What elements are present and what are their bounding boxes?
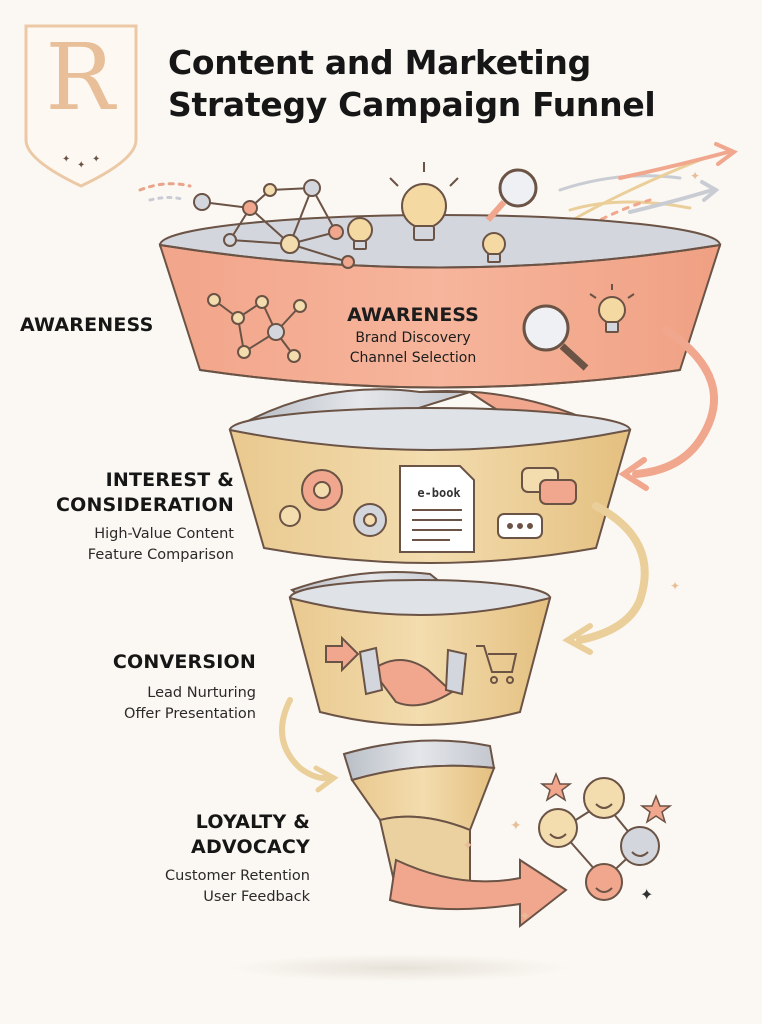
chat-icon bbox=[497, 467, 577, 539]
loyalty-item-2: User Feedback bbox=[203, 889, 310, 905]
return-arrow-icon bbox=[279, 326, 718, 793]
stage-loyalty-title-2: ADVOCACY bbox=[191, 836, 310, 858]
sparkle-icon: ✦ ✦ ✦ ✦ ✦ ✦ bbox=[462, 169, 700, 923]
lightbulb-icon bbox=[389, 162, 459, 241]
svg-text:✦: ✦ bbox=[92, 154, 100, 165]
handshake-icon bbox=[358, 646, 468, 707]
svg-text:✦: ✦ bbox=[670, 579, 680, 593]
svg-text:✦: ✦ bbox=[462, 837, 474, 853]
stage-awareness-label: AWARENESS bbox=[20, 313, 153, 338]
title-line-1: Content and Marketing bbox=[168, 43, 591, 82]
magnifier-icon bbox=[485, 168, 538, 222]
stage-loyalty-label: LOYALTY & ADVOCACY Customer Retention Us… bbox=[20, 810, 310, 908]
interest-item-1: High-Value Content bbox=[94, 526, 234, 542]
trend-arrow-icon bbox=[618, 142, 738, 214]
cart-icon bbox=[476, 645, 518, 684]
svg-text:✦: ✦ bbox=[62, 154, 70, 165]
logo-shield: ✦ ✦ ✦ bbox=[24, 24, 138, 188]
magnifier-band-icon bbox=[522, 304, 589, 371]
funnel-tier-awareness bbox=[158, 214, 722, 389]
awareness-item-1: Brand Discovery bbox=[355, 330, 471, 346]
awareness-item-2: Channel Selection bbox=[349, 350, 477, 366]
svg-text:✦: ✦ bbox=[510, 817, 522, 833]
interest-item-2: Feature Comparison bbox=[87, 547, 234, 563]
stage-interest-title-1: INTEREST & bbox=[105, 469, 234, 491]
loyalty-item-1: Customer Retention bbox=[165, 868, 310, 884]
logo-letter: R bbox=[45, 24, 115, 131]
ebook-label: e-book bbox=[417, 486, 461, 500]
stage-awareness-title: AWARENESS bbox=[20, 314, 154, 336]
svg-text:✦: ✦ bbox=[640, 887, 653, 904]
smiley-network-icon bbox=[538, 777, 660, 901]
ebook-icon bbox=[399, 465, 475, 553]
conversion-item-2: Offer Presentation bbox=[124, 706, 256, 722]
funnel-tier-loyalty bbox=[342, 739, 568, 929]
svg-text:✦: ✦ bbox=[77, 160, 85, 171]
arrow-right-icon bbox=[325, 635, 360, 673]
title-line-2: Strategy Campaign Funnel bbox=[168, 85, 656, 124]
svg-text:✦: ✦ bbox=[690, 169, 700, 183]
lightbulb-band-icon bbox=[589, 284, 635, 333]
funnel-tier-conversion bbox=[288, 579, 552, 726]
stage-interest-label: INTEREST & CONSIDERATION High-Value Cont… bbox=[20, 468, 234, 566]
lightbulb-small-icon bbox=[347, 217, 506, 263]
svg-text:✦: ✦ bbox=[520, 909, 530, 923]
awareness-band-title: AWARENESS bbox=[347, 304, 479, 326]
stage-interest-title-2: CONSIDERATION bbox=[55, 494, 234, 516]
awareness-band-text: AWARENESS Brand Discovery Channel Select… bbox=[318, 302, 508, 368]
star-icon bbox=[539, 771, 673, 824]
gear-icon bbox=[279, 469, 387, 537]
network-band-icon bbox=[207, 293, 307, 363]
stage-loyalty-title-1: LOYALTY & bbox=[195, 811, 310, 833]
stage-conversion-label: CONVERSION Lead Nurturing Offer Presenta… bbox=[20, 650, 256, 725]
network-icon bbox=[193, 179, 355, 269]
ground-shadow bbox=[230, 954, 570, 982]
conversion-item-1: Lead Nurturing bbox=[147, 685, 256, 701]
page-title: Content and Marketing Strategy Campaign … bbox=[168, 42, 728, 126]
stage-conversion-title: CONVERSION bbox=[112, 651, 256, 673]
